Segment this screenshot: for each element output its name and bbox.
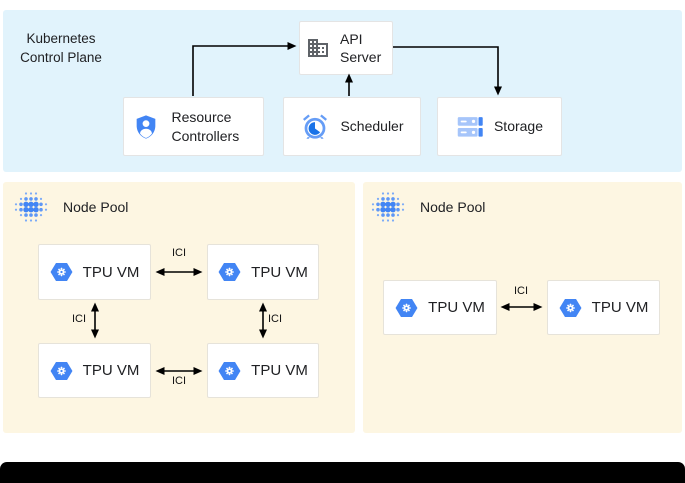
ici-label: ICI (171, 247, 187, 259)
tpu-vm-box: TPU VM (547, 280, 660, 335)
resource-controllers-box: Resource Controllers (123, 97, 264, 156)
api-server-box: API Server (299, 21, 393, 75)
storage-racks-icon (456, 114, 484, 140)
tpu-hexagon-icon (50, 262, 73, 282)
ici-label: ICI (268, 313, 283, 325)
tpu-vm-box: TPU VM (383, 280, 497, 335)
scheduler-label: Scheduler (340, 118, 404, 135)
dot-grid-icon (13, 190, 49, 224)
resource-controllers-label: Resource Controllers (171, 109, 240, 144)
alarm-clock-icon (300, 112, 330, 142)
tpu-hexagon-icon (559, 298, 582, 318)
scheduler-box: Scheduler (283, 97, 421, 156)
tpu-vm-box: TPU VM (38, 343, 151, 398)
ici-label: ICI (513, 285, 529, 297)
tpu-hexagon-icon (218, 262, 241, 282)
building-icon (306, 36, 330, 60)
storage-label: Storage (493, 118, 544, 135)
tpu-hexagon-icon (395, 298, 418, 318)
tpu-vm-label: TPU VM (251, 263, 308, 281)
tpu-vm-box: TPU VM (207, 244, 319, 300)
api-server-label: API Server (340, 30, 382, 65)
tpu-vm-label: TPU VM (82, 263, 140, 281)
tpu-vm-label: TPU VM (428, 299, 485, 316)
node-pool-label: Node Pool (63, 199, 129, 215)
tpu-hexagon-icon (218, 361, 241, 381)
tpu-vm-label: TPU VM (251, 362, 308, 379)
tpu-vm-box: TPU VM (207, 343, 319, 398)
shield-user-icon (132, 113, 160, 141)
tpu-vm-box: TPU VM (38, 244, 151, 300)
tpu-hexagon-icon (50, 361, 73, 381)
control-plane-title: Kubernetes Control Plane (20, 31, 102, 66)
tpu-vm-label: TPU VM (591, 299, 649, 316)
node-pool-label: Node Pool (420, 199, 486, 215)
storage-box: Storage (437, 97, 562, 156)
tpu-vm-label: TPU VM (82, 362, 140, 379)
dot-grid-icon (370, 190, 406, 224)
bottom-bar (0, 462, 685, 483)
ici-label: ICI (171, 375, 187, 387)
ici-label: ICI (71, 313, 86, 325)
